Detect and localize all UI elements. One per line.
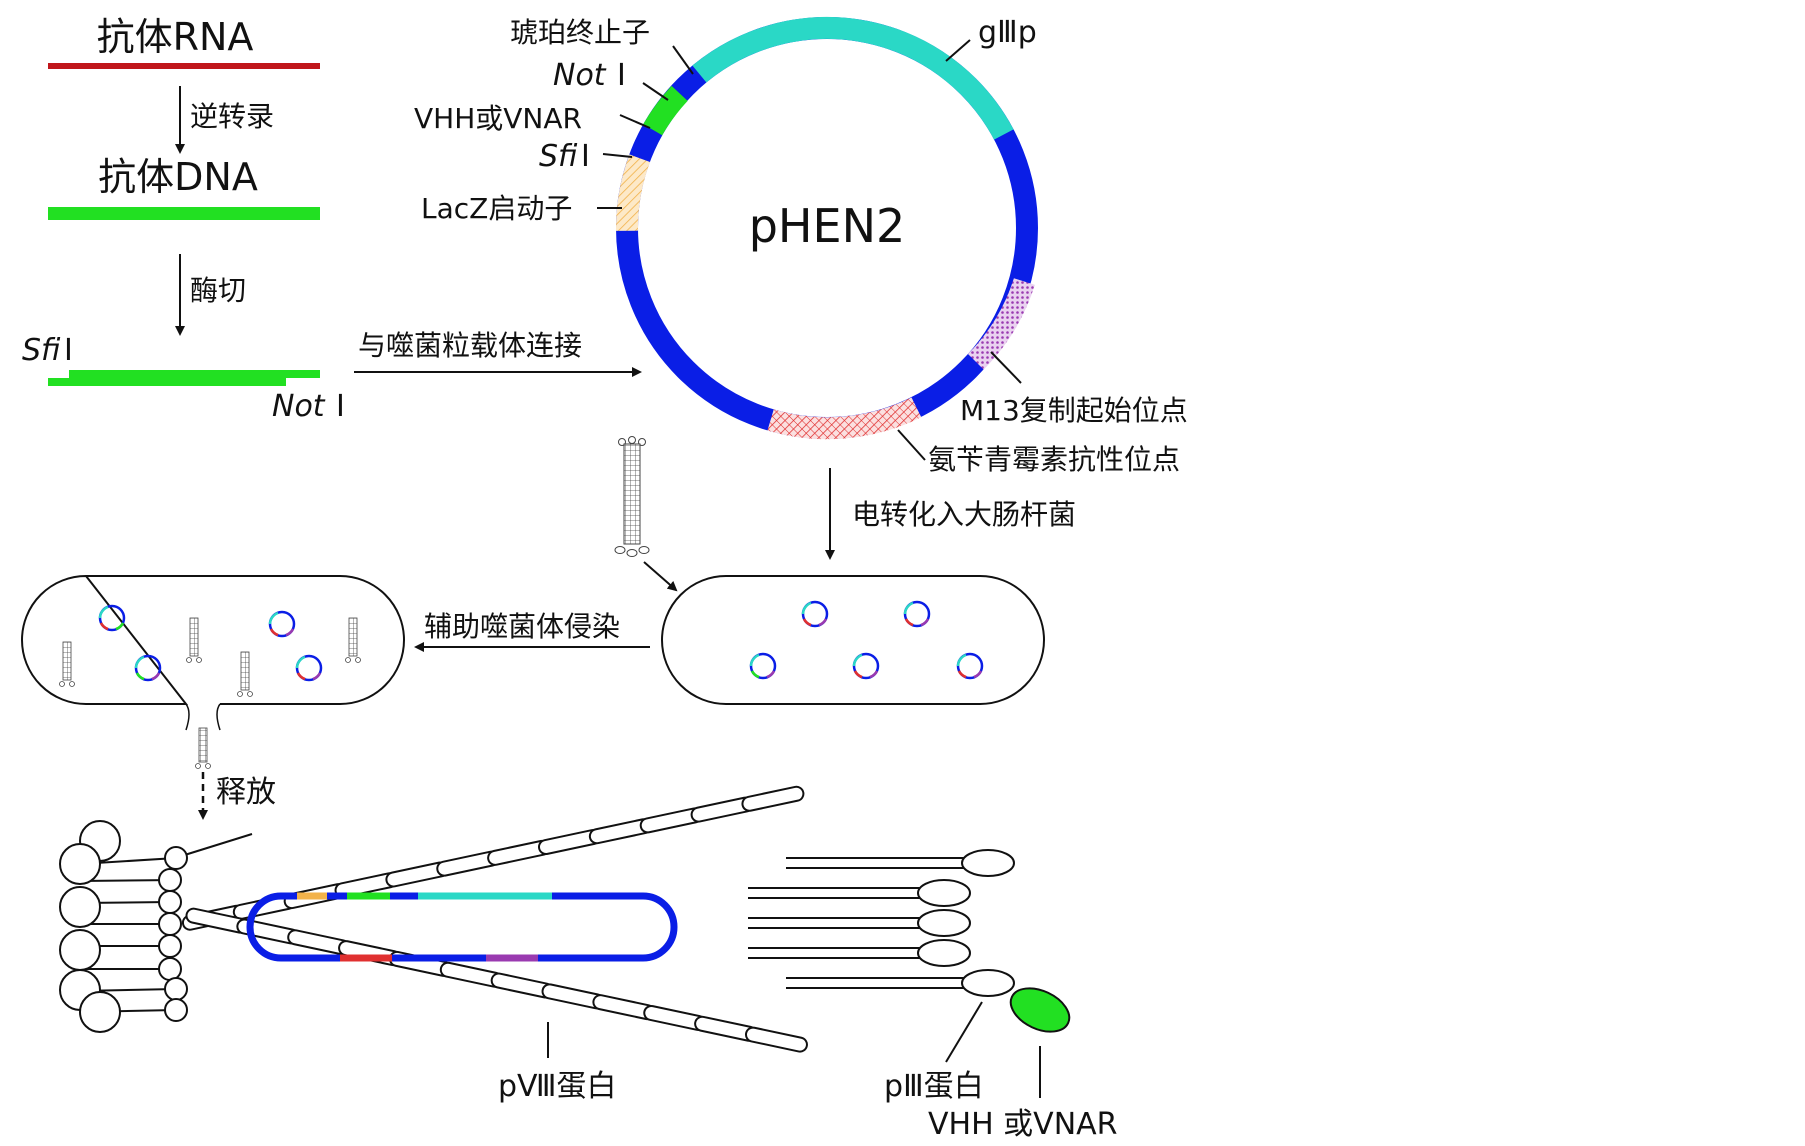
phagemid-circles-right bbox=[749, 600, 984, 680]
dna-strand bbox=[48, 207, 320, 220]
svg-text:I: I bbox=[581, 139, 590, 174]
phage-tip-proteins bbox=[59, 820, 188, 1033]
p8-label: pⅧ蛋白 bbox=[498, 1069, 617, 1104]
phage-particle bbox=[59, 785, 1071, 1098]
svg-text:Sfi: Sfi bbox=[22, 333, 61, 368]
ampicillin-segment bbox=[767, 397, 922, 440]
helper-phage bbox=[614, 436, 650, 557]
vhh-domain bbox=[1009, 987, 1071, 1033]
vhh-domain-label: VHH 或VNAR bbox=[928, 1107, 1118, 1142]
ecoli-cell-left bbox=[21, 574, 405, 731]
lacz-promoter-label: LacZ启动子 bbox=[421, 192, 572, 225]
helper-phage-arrow bbox=[643, 561, 678, 592]
digestion-label: 酶切 bbox=[190, 274, 246, 307]
antibody-rna-label: 抗体RNA bbox=[97, 15, 254, 59]
p3-label: pⅢ蛋白 bbox=[884, 1069, 984, 1104]
assembled-phages bbox=[59, 617, 361, 697]
sfi-site-label: Sfi I bbox=[22, 333, 73, 368]
pviii-coat-bottom bbox=[185, 907, 808, 1053]
leader-m13 bbox=[990, 351, 1022, 384]
ecoli-cell-right bbox=[661, 575, 1045, 705]
not-site-label: Not I bbox=[272, 389, 345, 424]
vhh-segment bbox=[643, 85, 688, 136]
phagemid-circles-left bbox=[98, 604, 323, 682]
vhh-vnar-label: VHH或VNAR bbox=[414, 102, 582, 135]
leader-g3p bbox=[945, 39, 971, 62]
m13-origin-segment bbox=[967, 278, 1035, 370]
not-label-plasmid: Not I bbox=[553, 58, 626, 93]
phen2-plasmid: pHEN2 琥珀终止子 Not I VHH或VNAR Sfi I LacZ启动子… bbox=[414, 15, 1188, 476]
ligation-label: 与噬菌粒载体连接 bbox=[358, 329, 582, 362]
workflow-panel: 抗体RNA 逆转录 抗体DNA 酶切 Sfi I Not I 与噬菌粒载体连接 bbox=[22, 15, 642, 424]
leader-amber bbox=[672, 45, 694, 75]
electroporation-label: 电转化入大肠杆菌 bbox=[852, 498, 1076, 531]
amber-stop-label: 琥珀终止子 bbox=[510, 16, 650, 49]
piii-proteins bbox=[748, 849, 1015, 997]
svg-text:I: I bbox=[336, 389, 345, 424]
svg-text:I: I bbox=[64, 333, 73, 368]
leader-p3 bbox=[945, 1001, 983, 1063]
phage-genome bbox=[246, 892, 678, 962]
leader-sfi bbox=[602, 153, 633, 158]
ampicillin-label: 氨苄青霉素抗性位点 bbox=[928, 443, 1180, 476]
leader-vhh bbox=[619, 114, 651, 129]
leader-not bbox=[642, 82, 669, 101]
plasmid-name: pHEN2 bbox=[749, 199, 906, 253]
g3p-segment bbox=[692, 17, 1014, 140]
antibody-dna-label: 抗体DNA bbox=[98, 155, 258, 199]
helper-infection-label: 辅助噬菌体侵染 bbox=[424, 610, 620, 643]
lacz-promoter-segment bbox=[615, 154, 651, 231]
digested-strand-bottom bbox=[48, 378, 286, 386]
g3p-label: gⅢp bbox=[978, 15, 1037, 50]
release-label: 释放 bbox=[216, 775, 276, 810]
leader-amp bbox=[897, 429, 926, 461]
svg-text:Not: Not bbox=[553, 58, 607, 93]
svg-text:Not: Not bbox=[272, 389, 326, 424]
reverse-transcription-label: 逆转录 bbox=[190, 100, 274, 133]
svg-text:Sfi: Sfi bbox=[539, 139, 578, 174]
digested-strand-top bbox=[69, 370, 320, 378]
sfi-label-plasmid: Sfi I bbox=[539, 139, 590, 174]
released-phage bbox=[195, 727, 211, 769]
svg-text:I: I bbox=[617, 58, 626, 93]
m13-origin-label: M13复制起始位点 bbox=[960, 394, 1188, 427]
